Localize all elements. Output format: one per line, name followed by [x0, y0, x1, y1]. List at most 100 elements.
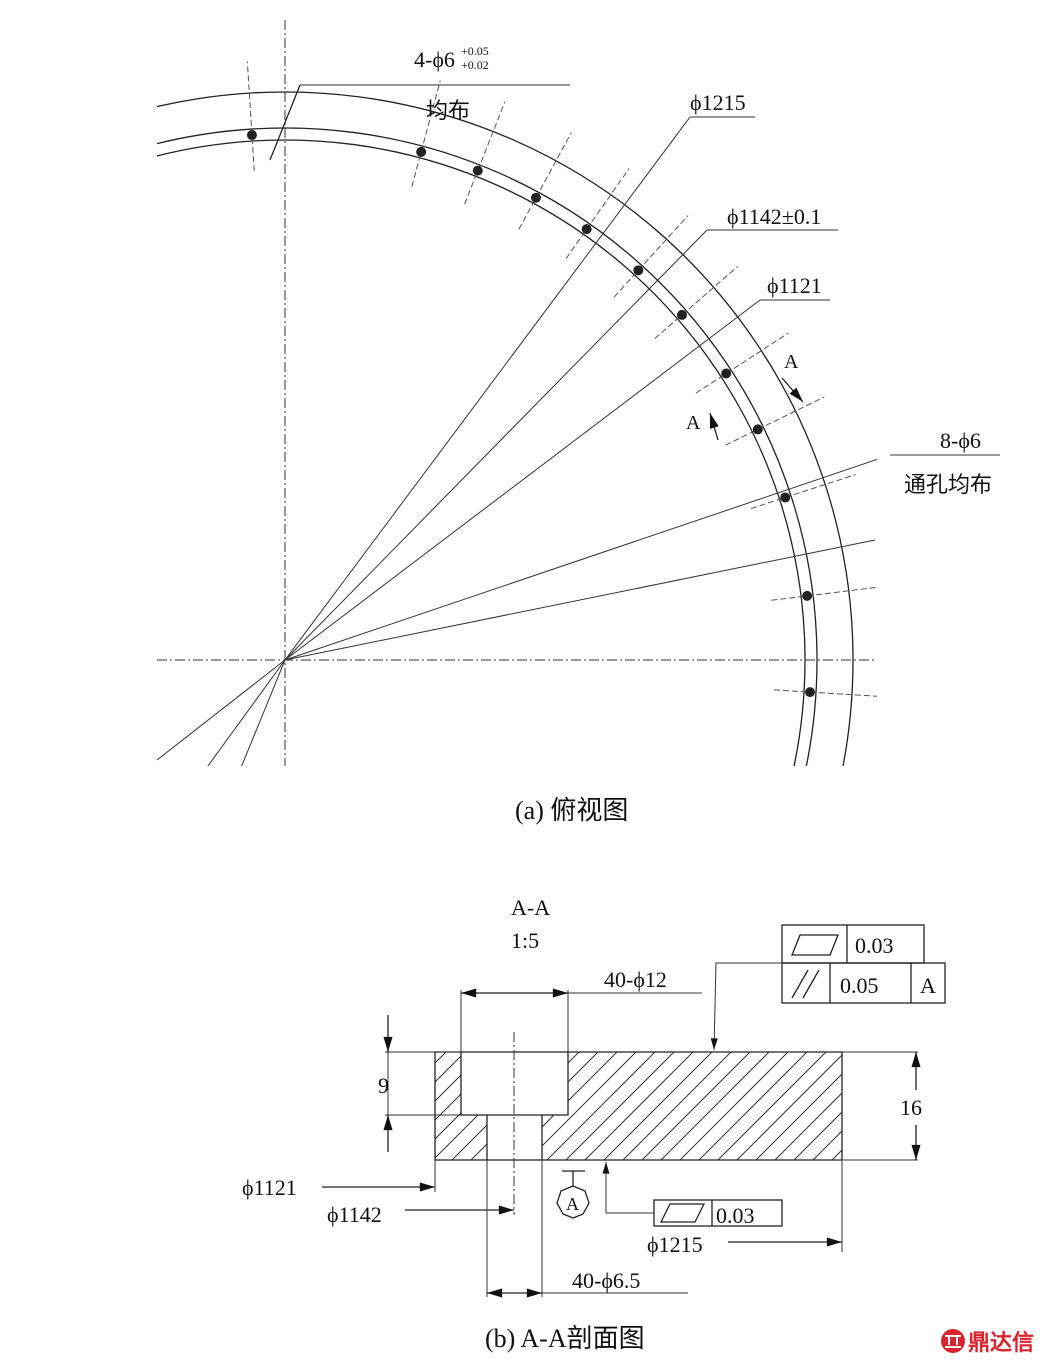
leader-line: [284, 539, 876, 661]
section-scale: 1:5: [511, 928, 539, 953]
ring-arc: [157, 91, 854, 766]
datum-reference: A: [920, 973, 936, 998]
d1121-label: ϕ1121: [767, 273, 822, 298]
ring-arc: [157, 127, 818, 766]
d1142-dim: ϕ1142: [327, 1202, 382, 1227]
even-label: 均布: [426, 98, 470, 123]
caption-a: (a) 俯视图: [515, 796, 628, 825]
hatch-line: [584, 1052, 694, 1160]
hole-ticks: [246, 61, 877, 698]
parallelism-value: 0.05: [840, 973, 879, 998]
leader-lines: [157, 84, 877, 766]
hatch-line: [774, 1052, 842, 1160]
hatch-line: [812, 1052, 842, 1160]
leader-line: [284, 229, 708, 661]
hole-tick: [774, 689, 877, 697]
flatness-frame: [781, 924, 925, 964]
hole-tick: [695, 332, 789, 394]
hole-tick: [771, 586, 877, 601]
section-hatch: [300, 1052, 978, 1160]
hatch-line: [660, 1052, 770, 1160]
hole-tick: [654, 265, 739, 339]
holes-label: 4-ϕ6: [414, 47, 455, 72]
hatch-line: [641, 1052, 751, 1160]
hole-dot: [472, 165, 483, 176]
hole-tick: [411, 80, 441, 187]
through-holes-label: 通孔均布: [904, 472, 992, 497]
hatch-line: [793, 1052, 842, 1160]
through-hole-dim: 40-ϕ6.5: [572, 1268, 640, 1293]
hatch-line: [736, 1052, 842, 1160]
d1215-label: ϕ1215: [690, 90, 746, 115]
leader-line: [284, 116, 691, 661]
section-view: A-A 1:5 0.03 0.05 A 40-ϕ12 9: [242, 895, 978, 1353]
hole-dot: [676, 309, 687, 320]
section-arrow: [781, 377, 804, 403]
ring-arc: [157, 139, 806, 766]
hole-dot: [416, 146, 427, 157]
hatch-line: [565, 1052, 675, 1160]
top-view: [157, 20, 877, 766]
ring-arcs: [157, 91, 854, 766]
watermark-text: 鼎达信: [968, 1330, 1034, 1356]
hatch-line: [755, 1052, 842, 1160]
hatch-line: [527, 1052, 637, 1160]
leader-line: [284, 299, 761, 661]
section-title: A-A: [511, 895, 550, 920]
caption-b: (b) A-A剖面图: [485, 1324, 645, 1353]
leader-line: [284, 458, 877, 661]
hole-tick: [725, 396, 825, 446]
hole-dot: [633, 265, 644, 276]
hole-tick: [246, 61, 255, 171]
hole-dot: [752, 424, 763, 435]
hatch-line: [831, 1052, 842, 1160]
bottom-flatness-value: 0.03: [716, 1203, 755, 1228]
8-holes-label: 8-ϕ6: [940, 428, 981, 453]
upper-tolerance: +0.05: [461, 44, 489, 58]
d1121-dim: ϕ1121: [242, 1175, 297, 1200]
hatch-line: [870, 1052, 978, 1160]
hole-dot: [780, 492, 791, 503]
leader-line: [241, 659, 286, 766]
parallelism-frame: [781, 962, 946, 1004]
hole-tick: [750, 474, 856, 510]
hole-dot: [530, 192, 541, 203]
hatch-line: [698, 1052, 808, 1160]
section-marker-a: A: [784, 351, 799, 373]
watermark-logo: 鼎达信: [941, 1329, 1034, 1356]
section-marker-a: A: [686, 412, 701, 434]
hatch-line: [300, 1052, 408, 1160]
hatch-line: [319, 1052, 427, 1160]
parallelism-icon: [791, 969, 809, 999]
hole-dot: [721, 368, 732, 379]
d1142-label: ϕ1142±0.1: [727, 204, 821, 229]
d1215-dim: ϕ1215: [647, 1232, 703, 1257]
hole-dot: [246, 130, 257, 141]
leader-line: [269, 84, 301, 161]
lower-tolerance: +0.02: [461, 58, 489, 72]
hole-tick: [613, 215, 689, 298]
section-arrow: [709, 412, 719, 441]
hole-tick: [464, 101, 506, 205]
counterbore-dim: 40-ϕ12: [604, 967, 667, 992]
hatch-line: [717, 1052, 827, 1160]
leader-line: [157, 659, 286, 761]
hole-dot: [805, 687, 816, 698]
flatness-icon: [659, 1203, 706, 1223]
leader-line: [207, 659, 286, 766]
bottom-flatness-frame: [653, 1199, 783, 1227]
thickness-dim: 16: [900, 1095, 922, 1120]
hatch-line: [622, 1052, 732, 1160]
hole-dot: [581, 224, 592, 235]
datum-symbol: [556, 1185, 590, 1219]
depth-dim: 9: [378, 1073, 389, 1098]
hole-tick: [518, 132, 572, 230]
hatch-line: [679, 1052, 789, 1160]
flatness-value: 0.03: [855, 933, 894, 958]
hole-dot: [802, 590, 813, 601]
hatch-line: [546, 1052, 656, 1160]
flatness-icon: [791, 934, 839, 956]
hatch-line: [435, 1052, 466, 1160]
hole-tick: [565, 168, 630, 259]
